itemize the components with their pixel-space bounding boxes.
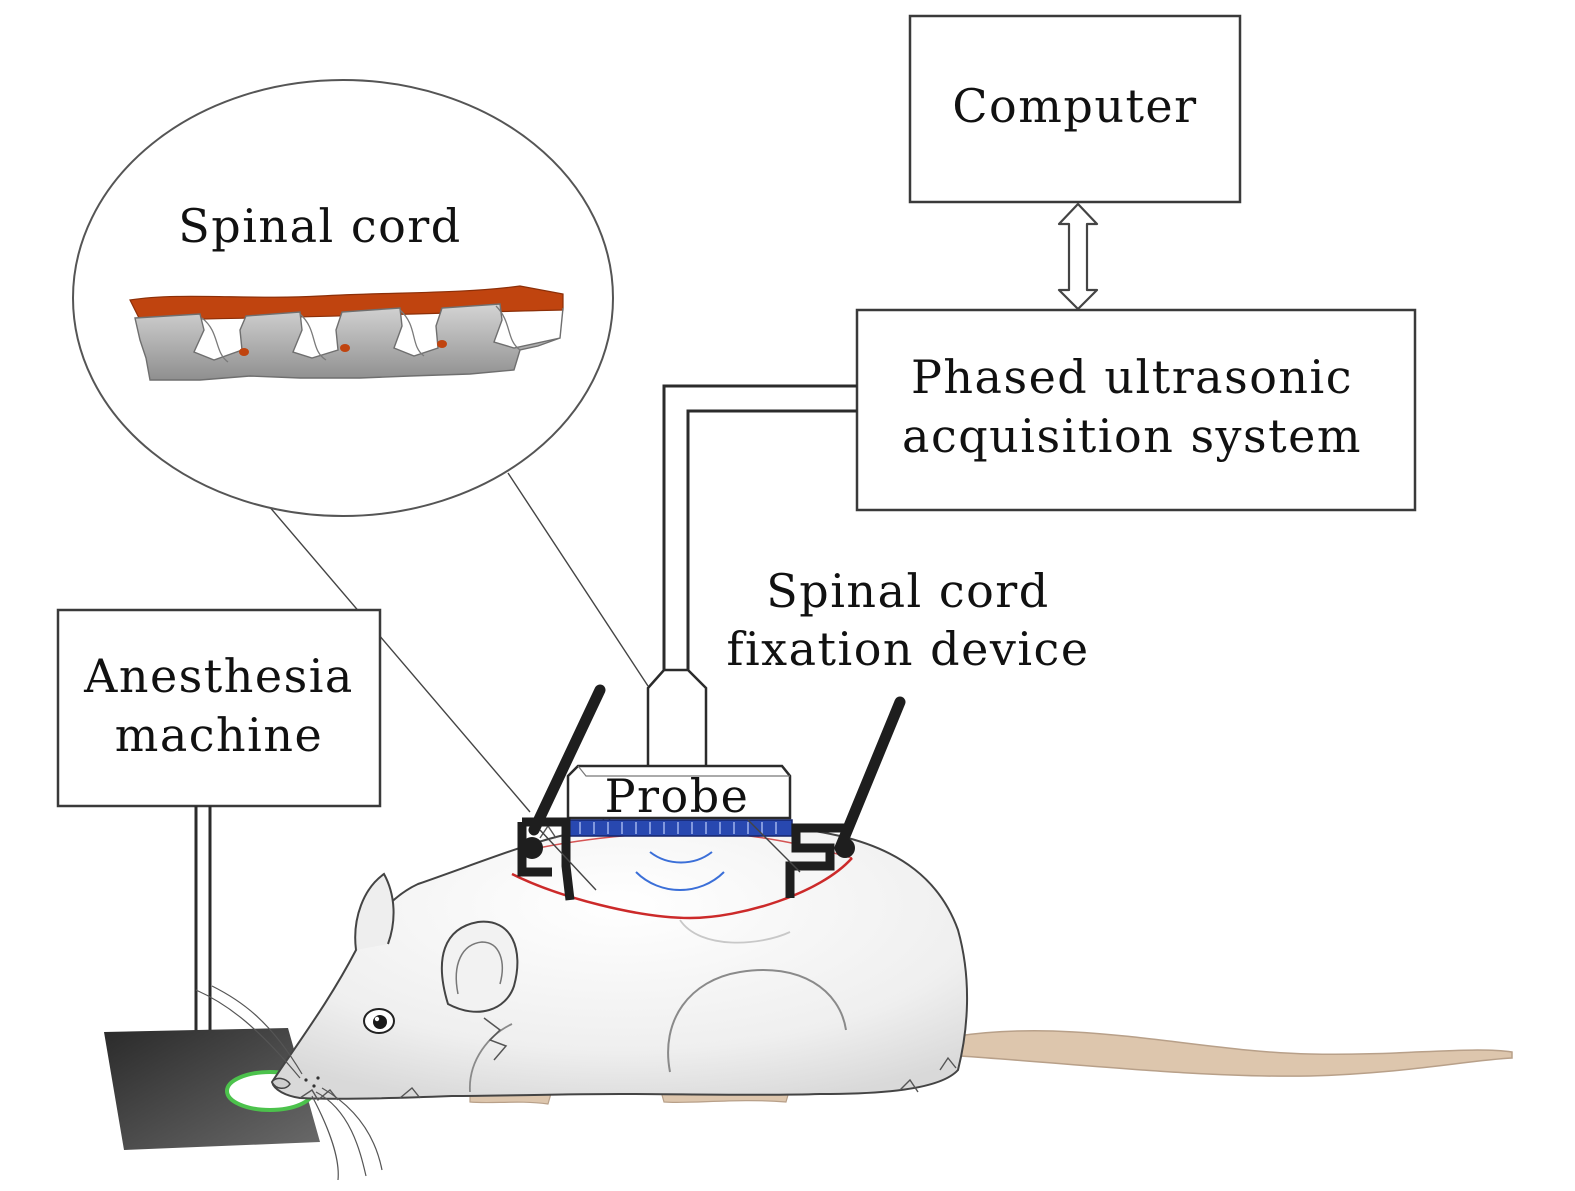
vertebra-illustration	[129, 285, 564, 381]
magnifier-callout: Spinal cord	[72, 79, 649, 813]
fixation-device	[517, 684, 906, 901]
callout-line-left	[267, 504, 531, 813]
fixation-label-line1: Spinal cord	[766, 564, 1049, 618]
bidirectional-arrow-icon	[1057, 202, 1099, 311]
computer-box: Computer	[908, 14, 1242, 204]
anesthesia-label-line1: Anesthesia	[83, 649, 354, 703]
exposed-spinal-region	[511, 857, 853, 920]
callout-line-right	[507, 472, 649, 687]
anesthesia-label-line2: machine	[115, 708, 324, 762]
acquisition-label-line1: Phased ultrasonic	[911, 350, 1353, 404]
mouse-body	[270, 821, 968, 1100]
mouse-tail	[957, 1030, 1513, 1077]
acquisition-label-line2: acquisition system	[902, 409, 1362, 463]
probe-label: Probe	[605, 769, 750, 823]
fixation-label-line2: fixation device	[726, 622, 1089, 676]
spinal-cord-magnified-label: Spinal cord	[178, 199, 461, 253]
probe: Probe	[565, 764, 793, 837]
anesthesia-machine-box: Anesthesia machine	[56, 608, 382, 808]
acquisition-system-box: Phased ultrasonic acquisition system	[855, 308, 1417, 512]
ultrasound-waves	[635, 851, 725, 891]
mouse-ear	[440, 920, 519, 1013]
computer-label: Computer	[952, 79, 1197, 133]
mouse-illustration	[195, 812, 1513, 1181]
